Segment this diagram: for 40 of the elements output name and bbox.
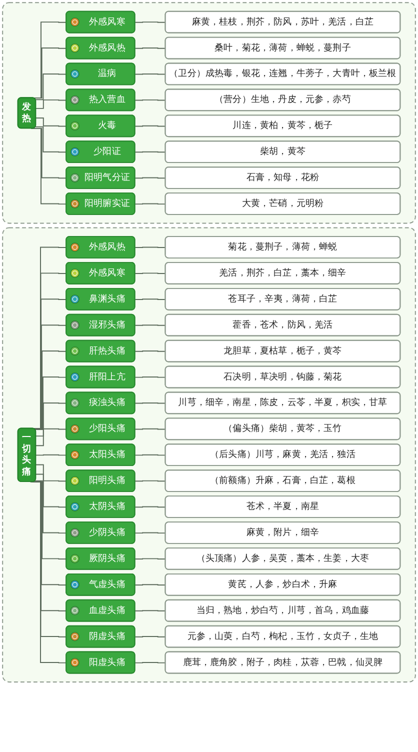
connector bbox=[134, 99, 166, 101]
connector bbox=[35, 99, 67, 109]
connector bbox=[134, 298, 166, 300]
connector bbox=[34, 376, 67, 430]
connector bbox=[35, 474, 67, 508]
connector bbox=[30, 481, 67, 664]
connector bbox=[134, 151, 166, 153]
connector bbox=[134, 272, 166, 274]
connector bbox=[134, 558, 166, 560]
cluster bbox=[2, 227, 416, 682]
connector bbox=[134, 324, 166, 326]
connector bbox=[134, 428, 166, 430]
connector bbox=[134, 350, 166, 352]
connector bbox=[134, 125, 166, 127]
connector bbox=[134, 662, 166, 664]
connector bbox=[134, 177, 166, 179]
connector bbox=[35, 464, 67, 482]
connector bbox=[32, 481, 67, 560]
connector bbox=[35, 454, 67, 456]
connector bbox=[35, 73, 67, 100]
connector bbox=[35, 118, 67, 127]
connector bbox=[134, 454, 166, 456]
connector bbox=[134, 48, 166, 49]
connector bbox=[35, 428, 67, 446]
connector bbox=[35, 402, 67, 437]
connector bbox=[134, 636, 166, 638]
connector bbox=[134, 203, 166, 205]
connector bbox=[134, 584, 166, 586]
connector bbox=[134, 506, 166, 508]
connector bbox=[134, 376, 166, 378]
connector bbox=[134, 73, 166, 75]
connector bbox=[134, 480, 166, 482]
connector bbox=[35, 126, 67, 153]
connector bbox=[134, 246, 166, 248]
connector bbox=[134, 22, 166, 23]
connector bbox=[134, 532, 166, 534]
connector bbox=[134, 402, 166, 404]
cluster bbox=[2, 2, 416, 224]
connector bbox=[134, 610, 166, 612]
connector bbox=[34, 480, 67, 534]
